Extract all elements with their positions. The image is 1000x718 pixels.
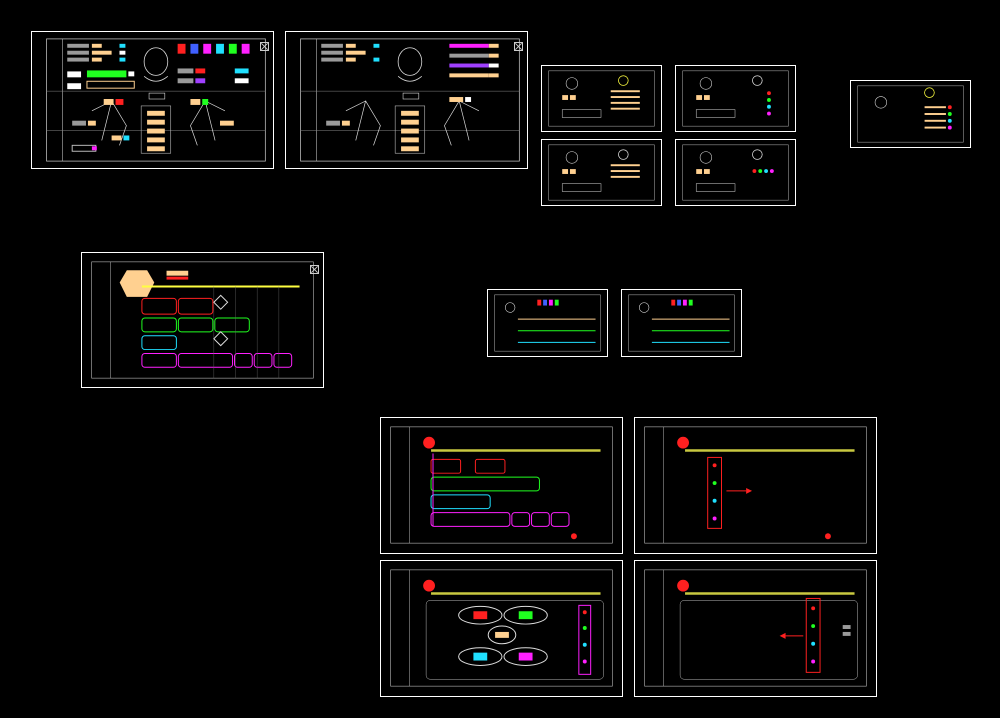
track-grid-drawing (390, 426, 613, 544)
track-slide-right-panel (634, 417, 877, 554)
character-panel-b-drawing (300, 38, 520, 162)
timeline-drawing (91, 261, 314, 379)
mini-drawing (628, 294, 735, 352)
mini-panel-2[interactable] (621, 289, 742, 357)
track-nodes-drawing (390, 569, 613, 687)
track-slide-left-drawing (644, 569, 867, 687)
character-panel-a-drawing (46, 38, 266, 162)
track-nodes-panel (380, 560, 623, 697)
track-grid-panel (380, 417, 623, 554)
mini-panel-1[interactable] (487, 289, 608, 357)
close-icon[interactable] (260, 42, 269, 51)
thumbnail-panel-2[interactable] (675, 65, 796, 132)
close-icon[interactable] (514, 42, 523, 51)
thumbnail-panel-1[interactable] (541, 65, 662, 132)
character-panel-a (31, 31, 274, 169)
track-slide-left-panel (634, 560, 877, 697)
track-slide-right-drawing (644, 426, 867, 544)
close-icon[interactable] (310, 265, 319, 274)
character-panel-b (285, 31, 528, 169)
thumbnail-drawing (548, 144, 655, 201)
thumbnail-drawing (857, 85, 964, 143)
thumbnail-drawing (682, 144, 789, 201)
thumbnail-drawing (682, 70, 789, 127)
mini-drawing (494, 294, 601, 352)
thumbnail-panel-5[interactable] (850, 80, 971, 148)
thumbnail-drawing (548, 70, 655, 127)
thumbnail-panel-3[interactable] (541, 139, 662, 206)
thumbnail-panel-4[interactable] (675, 139, 796, 206)
timeline-panel (81, 252, 324, 388)
